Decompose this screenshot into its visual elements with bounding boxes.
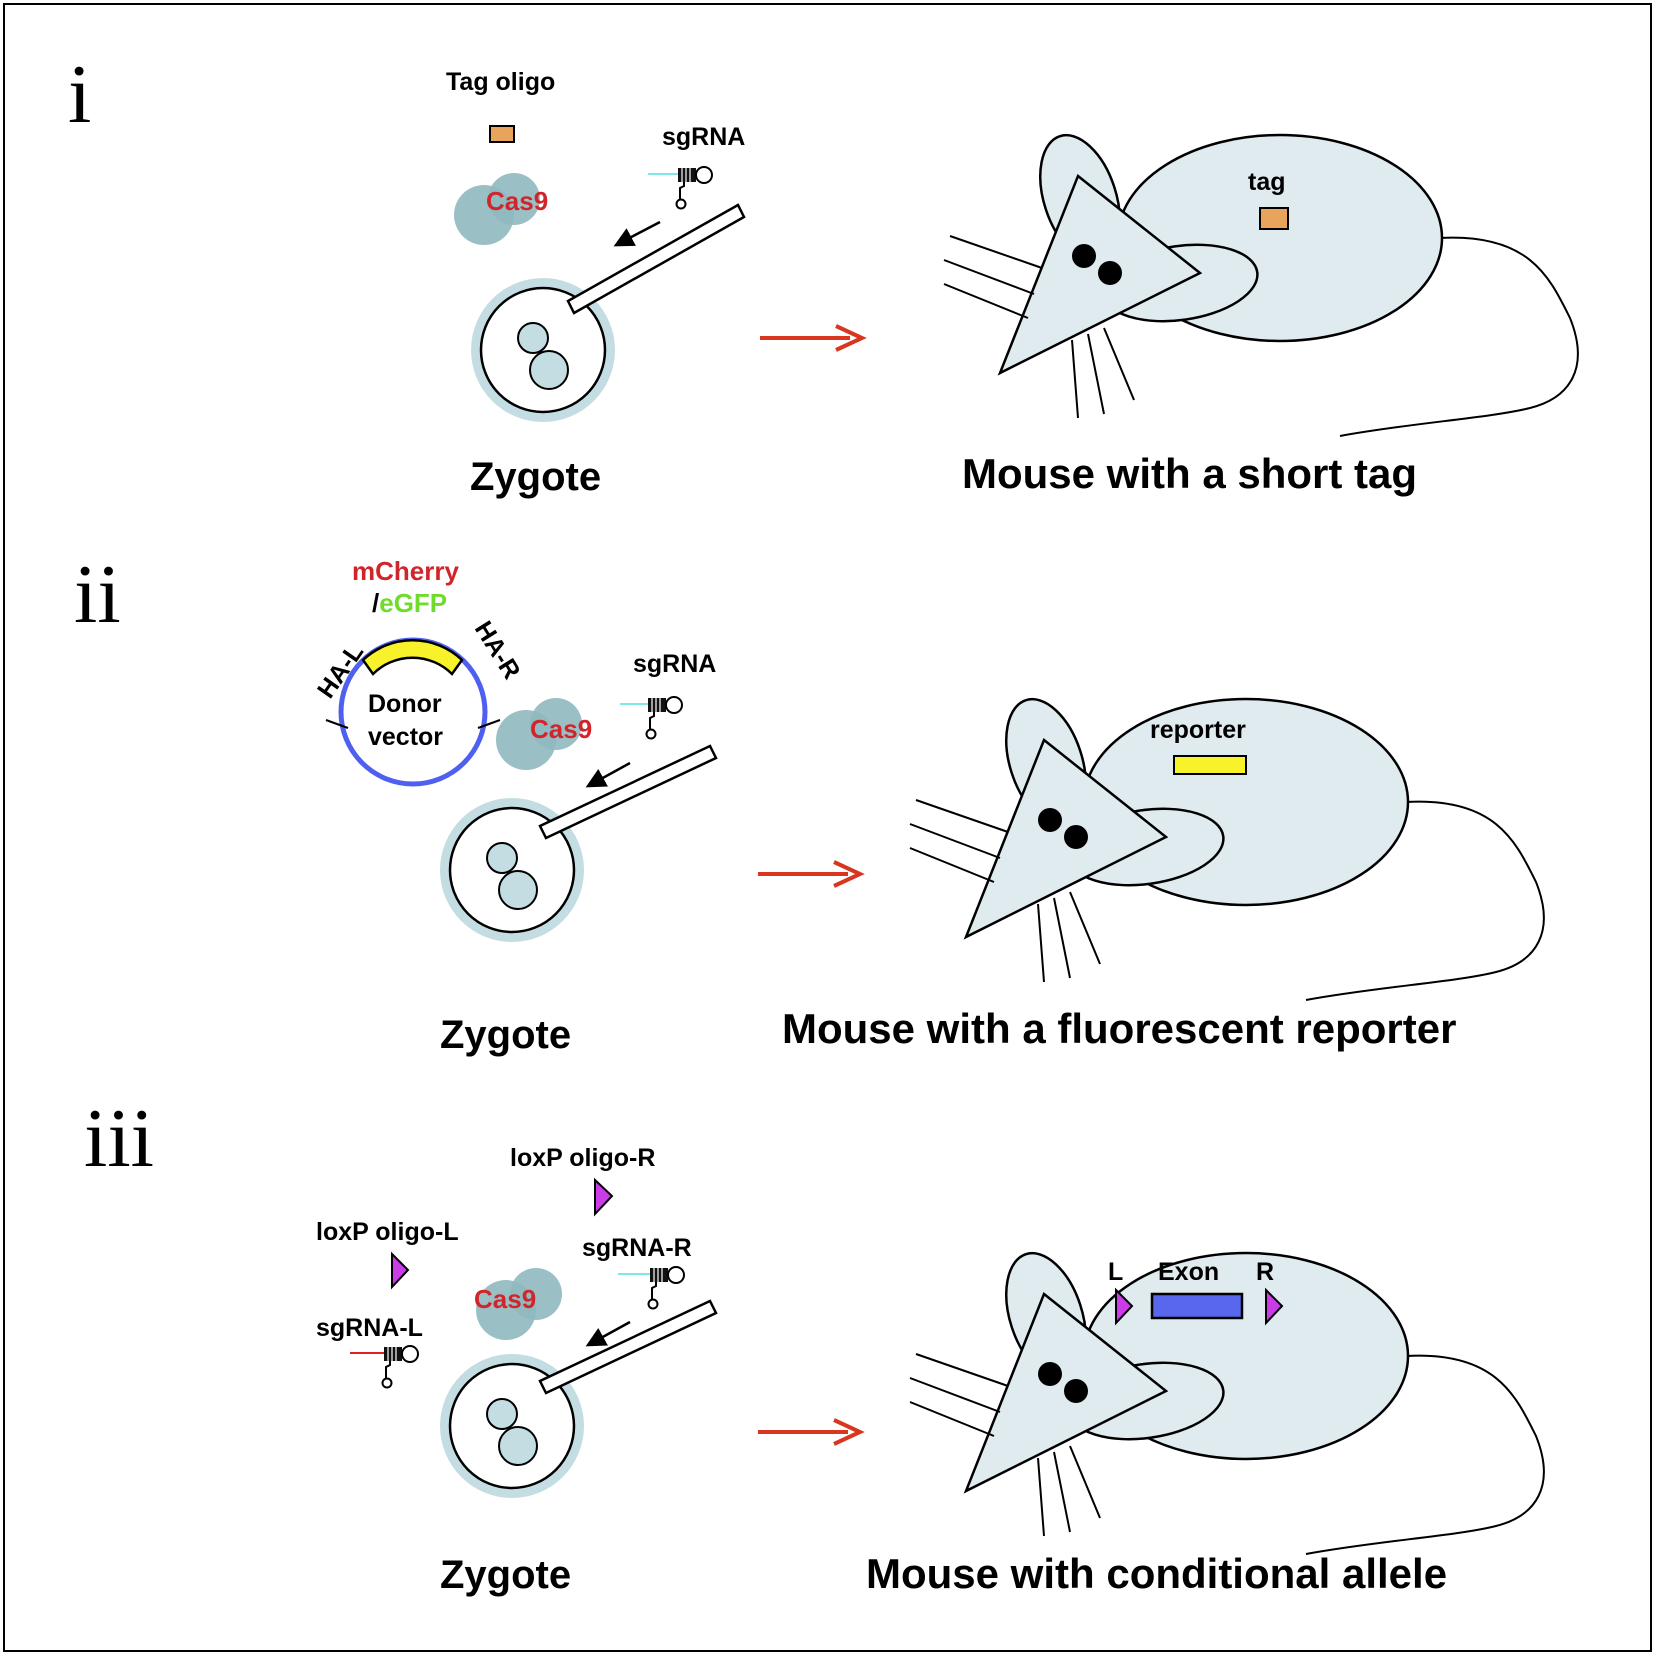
donor-vector-label-2: vector <box>368 723 443 751</box>
insert-label-b: /eGFP <box>372 588 447 618</box>
ha-right-label: HA-R <box>469 616 526 684</box>
panel-label-i: i <box>68 48 91 141</box>
tag-oligo-icon <box>442 125 563 143</box>
panel-ii: ii mCherry /eGFP HA-L HA-R Donor vector … <box>74 548 1546 1057</box>
tag-locus-icon <box>1196 207 1352 230</box>
mouse-exon-label: Exon <box>1158 1258 1219 1286</box>
sgrna-icon <box>620 696 683 740</box>
zygote-label: Zygote <box>440 1013 571 1057</box>
sgrna-r-icon <box>618 1266 685 1310</box>
injection-needle <box>538 744 718 840</box>
insert-separator: / <box>372 588 379 618</box>
injection-needle <box>566 203 746 315</box>
caption-ii: Mouse with a fluorescent reporter <box>782 1005 1456 1052</box>
zygote-label: Zygote <box>470 455 601 499</box>
cas9-label: Cas9 <box>530 714 592 744</box>
panel-label-ii: ii <box>74 548 121 641</box>
loxp-oligo-l-icon <box>362 1251 438 1290</box>
donor-vector-icon <box>325 637 501 787</box>
mouse-reporter-label: reporter <box>1150 716 1246 744</box>
sgrna-l-icon <box>350 1345 419 1389</box>
sgrna-l-label: sgRNA-L <box>316 1314 423 1342</box>
egfp-label: eGFP <box>379 588 447 618</box>
loxp-oligo-l-label: loxP oligo-L <box>316 1218 459 1246</box>
injection-arrow <box>585 761 631 788</box>
sgrna-label: sgRNA <box>662 123 745 151</box>
sgrna-r-label: sgRNA-R <box>582 1234 692 1262</box>
insert-label: mCherry <box>352 556 459 586</box>
result-arrow <box>760 324 867 352</box>
panel-iii: iii loxP oligo-R loxP oligo-L sgRNA-R Ca… <box>84 1092 1546 1597</box>
injection-needle <box>538 1299 718 1395</box>
mouse-l-label: L <box>1108 1258 1123 1286</box>
reporter-locus-icon <box>1130 755 1288 775</box>
panel-label-iii: iii <box>84 1092 154 1185</box>
cas9-label: Cas9 <box>486 186 548 216</box>
sgrna-label: sgRNA <box>633 650 716 678</box>
loxp-oligo-r-label: loxP oligo-R <box>510 1144 655 1172</box>
result-arrow <box>758 1418 865 1446</box>
mouse-tag-label: tag <box>1248 168 1286 196</box>
conditional-allele-icon <box>1092 1287 1298 1326</box>
loxp-oligo-r-icon <box>566 1177 643 1217</box>
caption-iii: Mouse with conditional allele <box>866 1550 1447 1597</box>
ha-left-label: HA-L <box>312 638 369 703</box>
sgrna-icon <box>648 166 713 210</box>
figure-frame <box>3 3 1652 1652</box>
injection-arrow <box>585 1320 631 1347</box>
donor-vector-label-1: Donor <box>368 690 442 718</box>
zygote-label: Zygote <box>440 1553 571 1597</box>
result-arrow <box>758 860 865 888</box>
tag-oligo-label: Tag oligo <box>446 68 555 96</box>
panel-i: i Tag oligo Cas9 sgRNA Zygote tag Mouse … <box>68 48 1580 499</box>
cas9-label: Cas9 <box>474 1284 536 1314</box>
injection-arrow <box>613 220 661 247</box>
mouse-icon <box>908 1241 1546 1556</box>
caption-i: Mouse with a short tag <box>962 450 1417 497</box>
mouse-r-label: R <box>1256 1258 1274 1286</box>
